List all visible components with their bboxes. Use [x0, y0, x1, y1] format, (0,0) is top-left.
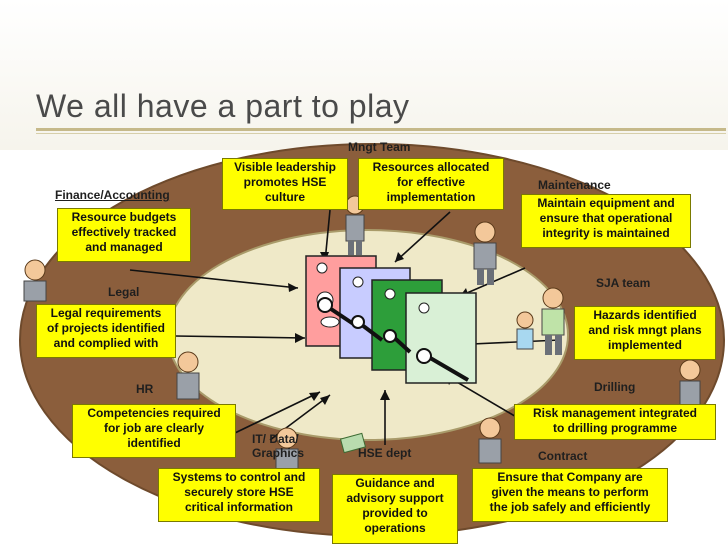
label-mngt-team: Mngt Team — [348, 140, 410, 154]
box-competencies: Competencies required for job are clearl… — [72, 404, 236, 458]
label-finance: Finance/Accounting — [55, 188, 170, 202]
business-person-icon — [479, 418, 501, 463]
box-visible-leadership: Visible leadership promotes HSE culture — [222, 158, 348, 210]
box-ensure-company: Ensure that Company are given the means … — [472, 468, 668, 522]
box-legal-requirements: Legal requirements of projects identifie… — [36, 304, 176, 358]
label-maintenance: Maintenance — [538, 178, 611, 192]
box-systems: Systems to control and securely store HS… — [158, 468, 320, 522]
box-guidance: Guidance and advisory support provided t… — [332, 474, 458, 544]
label-hse-dept: HSE dept — [358, 446, 411, 460]
box-risk-management: Risk management integrated to drilling p… — [514, 404, 716, 440]
box-maintain-equipment: Maintain equipment and ensure that opera… — [521, 194, 691, 248]
label-sja-team: SJA team — [596, 276, 650, 290]
label-legal: Legal — [108, 285, 139, 299]
box-resources-allocated: Resources allocated for effective implem… — [358, 158, 504, 210]
box-hazards-identified: Hazards identified and risk mngt plans i… — [574, 306, 716, 360]
business-person-icon — [177, 352, 199, 399]
box-resource-budgets: Resource budgets effectively tracked and… — [57, 208, 191, 262]
label-hr: HR — [136, 382, 153, 396]
label-drilling: Drilling — [594, 380, 635, 394]
label-contract: Contract — [538, 449, 587, 463]
business-person-icon — [24, 260, 46, 301]
label-it: IT/ Data/ Graphics — [252, 432, 304, 460]
business-person-icon — [680, 360, 700, 405]
